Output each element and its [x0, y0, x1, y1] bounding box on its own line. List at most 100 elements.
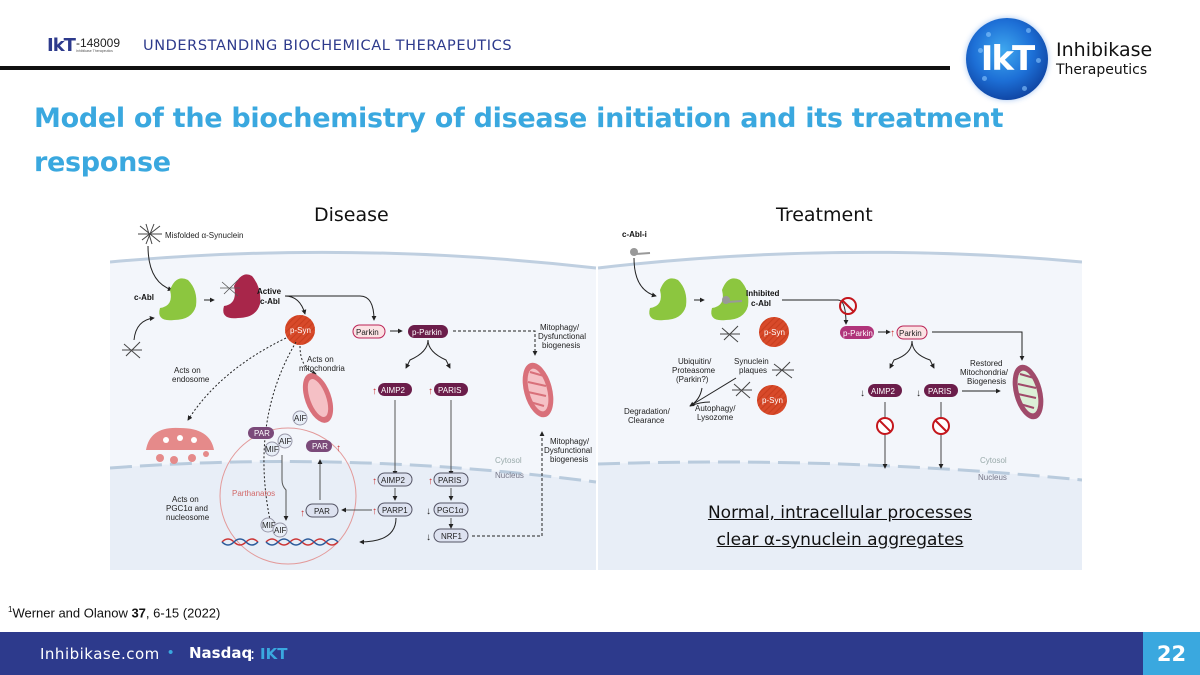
- brand-subname: Therapeutics: [1056, 62, 1148, 78]
- brand-orb-icon: IkT: [966, 18, 1048, 100]
- svg-text:↑: ↑: [300, 508, 305, 519]
- par-node-3: [305, 503, 339, 518]
- label-paris-nucleus: PARIS: [438, 476, 461, 485]
- label-aimp2-nucleus: AIMP2: [381, 476, 406, 485]
- parkin-node-treatment: [896, 325, 928, 340]
- footnote-pages: , 6-15 (2022): [145, 605, 221, 621]
- pgc1a-node: [433, 502, 469, 517]
- label-ubiquitin-3: (Parkin?): [676, 375, 709, 384]
- inhibit-icon-parkin: [839, 297, 857, 315]
- label-par-1: PAR: [254, 429, 270, 438]
- mitochondrion-mid-icon: [302, 373, 334, 423]
- c-abl-inhibitor-icon: [630, 248, 651, 256]
- footer-bar: Inhibikase.com • Nasdaq : IKT 22: [0, 632, 1200, 675]
- label-ubiquitin-2: Proteasome: [672, 366, 716, 375]
- logo-number: -148009: [75, 36, 120, 50]
- label-autophagy-1: Autophagy/: [695, 404, 736, 413]
- aimp2-node-cytosol: [378, 383, 412, 396]
- dna-icon: [221, 538, 339, 546]
- parp1-node: [377, 502, 413, 517]
- svg-text:↓: ↓: [916, 388, 921, 399]
- svg-text:↓: ↓: [860, 388, 865, 399]
- svg-text:↓: ↓: [426, 506, 431, 517]
- label-mitophagy-mid-1: Mitophagy/: [550, 437, 590, 446]
- p-parkin-node: [408, 325, 448, 338]
- treatment-panel: c-Abl-i Inhibited c-Abl p-Syn p-Syn Ubiq…: [597, 230, 1082, 570]
- label-c-abl-i: c-Abl-i: [622, 230, 647, 239]
- label-degradation-2: Clearance: [628, 416, 665, 425]
- label-restored-1: Restored: [970, 359, 1002, 368]
- label-mitophagy-mid-3: biogenesis: [550, 455, 588, 464]
- footnote-citation: 1Werner and Olanow 37, 6-15 (2022): [8, 605, 220, 620]
- label-cytosol-disease: Cytosol: [495, 456, 522, 465]
- label-ubiquitin-1: Ubiquitin/: [678, 357, 712, 366]
- svg-text:↑: ↑: [372, 506, 377, 517]
- mitochondrion-disease-icon: [522, 362, 554, 418]
- label-aif-3: AIF: [274, 526, 287, 535]
- c-abl-active-shape: [223, 274, 261, 319]
- label-parkin: Parkin: [356, 328, 379, 337]
- inhibit-icon-aimp2: [876, 417, 894, 435]
- panel-label-disease: Disease: [314, 204, 389, 226]
- label-acts-pgc-3: nucleosome: [166, 513, 210, 522]
- svg-text:↑: ↑: [890, 328, 895, 339]
- caption-line-1: Normal, intracellular processes: [707, 503, 973, 523]
- label-paris-cytosol: PARIS: [438, 386, 461, 395]
- label-restored-2: Mitochondria/: [960, 368, 1009, 377]
- header-divider: [0, 66, 950, 70]
- logo-mark: IkT: [47, 35, 76, 56]
- label-acts-mito-1: Acts on: [307, 355, 334, 364]
- label-paris-treatment: PARIS: [928, 387, 951, 396]
- label-mif-1: MIF: [265, 445, 279, 454]
- svg-text:↑: ↑: [372, 476, 377, 487]
- label-acts-mito-2: mitochondria: [299, 364, 345, 373]
- label-nucleus-disease: Nucleus: [495, 471, 524, 480]
- brand-mark: IkT: [980, 39, 1035, 79]
- header-tagline: UNDERSTANDING BIOCHEMICAL THERAPEUTICS: [143, 38, 513, 54]
- label-p-parkin-treatment: p-Parkin: [843, 329, 873, 338]
- svg-text:↑: ↑: [428, 476, 433, 487]
- label-par-2: PAR: [312, 442, 328, 451]
- slide-title: Model of the biochemistry of disease ini…: [34, 103, 1004, 178]
- logo-subtext: Inhibikase Therapeutics: [75, 49, 113, 53]
- misfolded-synuclein-icon: [138, 223, 162, 245]
- footer-exchange: Nasdaq: [189, 644, 253, 662]
- label-parthanatos: Parthanatos: [232, 489, 275, 498]
- disease-panel: Misfolded α-Synuclein c-Abl Active c-Abl…: [110, 223, 597, 570]
- aimp2-node-nucleus: [377, 472, 413, 487]
- footnote-authors: Werner and Olanow: [12, 605, 132, 621]
- svg-text:↑: ↑: [372, 386, 377, 397]
- inhibit-icon-paris: [932, 417, 950, 435]
- biochemistry-diagram: Misfolded α-Synuclein c-Abl Active c-Abl…: [110, 220, 1082, 570]
- brand-name: Inhibikase: [1056, 39, 1153, 61]
- label-misfolded-synuclein: Misfolded α-Synuclein: [165, 231, 243, 240]
- label-par-3: PAR: [314, 507, 330, 516]
- paris-node-cytosol: [434, 383, 468, 396]
- caption-line-2: clear α-synuclein aggregates: [716, 530, 964, 550]
- endosome-icon: [146, 427, 214, 464]
- label-mitophagy-top-2: Dysfunctional: [538, 332, 586, 341]
- footnote-volume: 37: [131, 605, 146, 621]
- label-restored-3: Biogenesis: [967, 377, 1006, 386]
- label-nucleus-treatment: Nucleus: [978, 473, 1007, 482]
- panel-label-treatment: Treatment: [776, 204, 873, 226]
- label-autophagy-2: Lysozome: [697, 413, 734, 422]
- label-aif-2: AIF: [279, 437, 292, 446]
- label-aimp2-treatment: AIMP2: [871, 387, 896, 396]
- label-active: Active: [257, 287, 282, 296]
- page-number: 22: [1143, 632, 1200, 675]
- svg-text:↑: ↑: [428, 386, 433, 397]
- label-mif-2: MIF: [262, 521, 276, 530]
- svg-text:↓: ↓: [426, 532, 431, 543]
- footer-website-link[interactable]: Inhibikase.com: [40, 645, 160, 663]
- label-mitophagy-mid-2: Dysfunctional: [544, 446, 592, 455]
- label-cytosol-treatment: Cytosol: [980, 456, 1007, 465]
- footer-colon: :: [250, 645, 256, 663]
- footnote-marker: 1: [8, 605, 13, 614]
- label-synuclein-plaques-2: plaques: [739, 366, 767, 375]
- c-abl-shape-treatment: [649, 278, 687, 321]
- aimp2-node-treatment: [868, 384, 902, 397]
- label-degradation-1: Degradation/: [624, 407, 671, 416]
- c-abl-inactive-shape: [159, 278, 197, 321]
- mitochondrion-restored-icon: [1012, 364, 1044, 420]
